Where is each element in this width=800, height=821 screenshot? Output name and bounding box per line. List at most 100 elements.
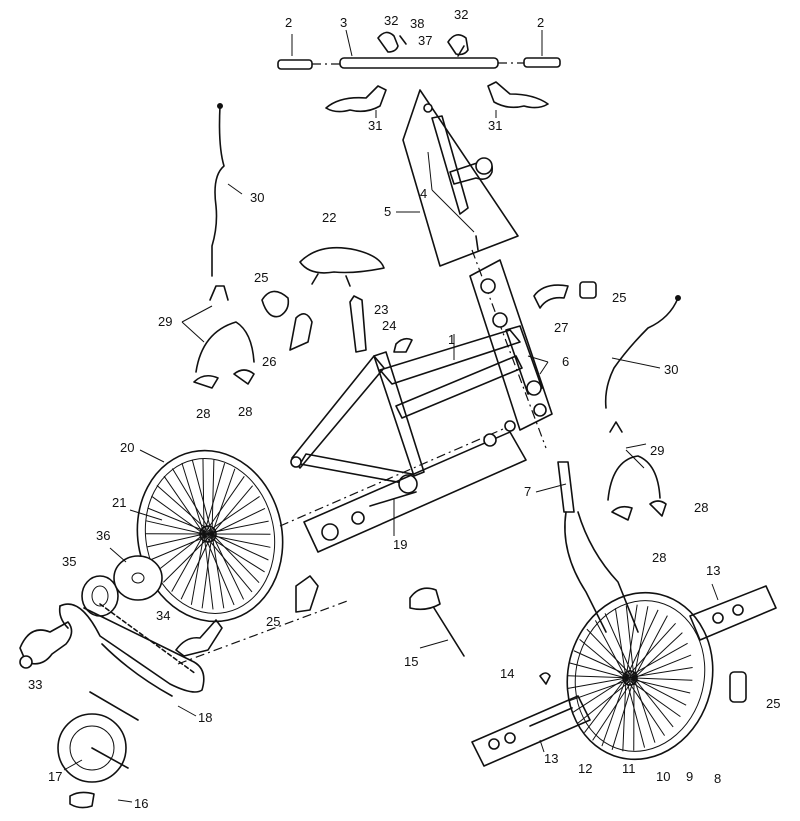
spoke: [633, 677, 687, 706]
callout-12: 12: [578, 761, 592, 776]
spoke: [625, 604, 638, 679]
freewheel-parts: [81, 555, 163, 617]
spoke: [203, 520, 269, 535]
spoke: [202, 458, 205, 535]
spoke: [211, 485, 254, 535]
callout-36: 36: [96, 528, 110, 543]
spoke: [171, 468, 213, 535]
spoke: [633, 677, 693, 681]
callout-29-a: 29: [158, 314, 172, 329]
spoke: [592, 677, 635, 741]
front-wheel-spokes: [567, 604, 693, 752]
spoke: [203, 533, 271, 548]
callout-3: 3: [340, 15, 347, 30]
spoke: [625, 605, 635, 679]
saddle-assembly: [299, 246, 413, 353]
spoke: [151, 495, 205, 535]
spoke: [611, 677, 635, 750]
callout-27: 27: [554, 320, 568, 335]
spoke: [633, 654, 692, 679]
callout-25-a: 25: [254, 270, 268, 285]
hub-parts: [471, 585, 777, 767]
front-fork: [557, 461, 639, 633]
callout-1: 1: [448, 332, 455, 347]
callout-25-d: 25: [766, 696, 780, 711]
spoke: [625, 609, 659, 679]
reflectors: [295, 575, 747, 703]
handlebar-assembly: [277, 31, 561, 70]
spoke: [584, 677, 627, 733]
callout-38: 38: [410, 16, 424, 31]
spoke: [163, 475, 205, 535]
spoke: [633, 677, 674, 728]
callout-19: 19: [393, 537, 407, 552]
callout-11: 11: [622, 761, 636, 776]
callout-labels: 1 2 2 3 4 5 6 7 8 9 10 11 12 13 13 14 15…: [28, 7, 780, 811]
callout-32-left: 32: [384, 13, 398, 28]
crankset: [57, 691, 139, 809]
callout-17: 17: [48, 769, 62, 784]
callout-34: 34: [156, 608, 170, 623]
brake-cables: [211, 103, 681, 409]
spoke: [625, 677, 665, 736]
spoke: [211, 533, 269, 561]
spoke: [594, 620, 627, 679]
callout-16: 16: [134, 796, 148, 811]
spoke: [203, 476, 245, 535]
callout-18: 18: [198, 710, 212, 725]
spoke: [211, 533, 225, 609]
spoke: [586, 628, 635, 679]
callout-15: 15: [404, 654, 418, 669]
callout-28-b: 28: [238, 404, 252, 419]
callout-5: 5: [384, 204, 391, 219]
callout-32-right: 32: [454, 7, 468, 22]
callout-2-left: 2: [285, 15, 292, 30]
spoke: [211, 507, 266, 535]
callout-25-c: 25: [266, 614, 280, 629]
spoke: [203, 533, 265, 573]
spoke: [625, 642, 688, 679]
spoke: [211, 468, 236, 535]
spoke: [601, 677, 627, 747]
callout-6: 6: [562, 354, 569, 369]
callout-30-b: 30: [664, 362, 678, 377]
spoke: [625, 677, 646, 748]
spoke: [203, 496, 260, 535]
headset-parts: [469, 259, 553, 431]
callout-26: 26: [262, 354, 276, 369]
spoke: [568, 677, 635, 702]
derailleur-parts: [19, 619, 223, 669]
spoke: [191, 459, 213, 535]
rear-brake-parts: [193, 285, 313, 389]
spoke: [203, 463, 226, 535]
callout-25-b: 25: [612, 290, 626, 305]
callout-30-a: 30: [250, 190, 264, 205]
kickstand: [409, 587, 465, 657]
callout-24: 24: [382, 318, 396, 333]
callout-9: 9: [686, 769, 693, 784]
spoke: [567, 677, 627, 689]
callout-20: 20: [120, 440, 134, 455]
callout-35: 35: [62, 554, 76, 569]
spoke: [150, 533, 213, 561]
bottom-bracket-parts: [303, 420, 527, 553]
spoke: [633, 677, 656, 743]
spoke: [147, 533, 205, 548]
assembly-guides: [177, 249, 547, 665]
callout-29-b: 29: [650, 443, 664, 458]
front-brake-parts: [533, 281, 667, 521]
callout-13-upper: 13: [706, 563, 720, 578]
callout-8: 8: [714, 771, 721, 786]
callout-14: 14: [500, 666, 514, 681]
rear-wheel-spokes: [145, 458, 271, 610]
spoke: [625, 667, 693, 679]
spoke: [156, 484, 213, 535]
spoke: [171, 533, 205, 592]
leader-lines: [63, 29, 719, 803]
callout-37: 37: [418, 33, 432, 48]
spoke: [145, 520, 205, 535]
spoke: [163, 533, 213, 583]
spoke: [614, 608, 627, 679]
callout-23: 23: [374, 302, 388, 317]
callout-10: 10: [656, 769, 670, 784]
